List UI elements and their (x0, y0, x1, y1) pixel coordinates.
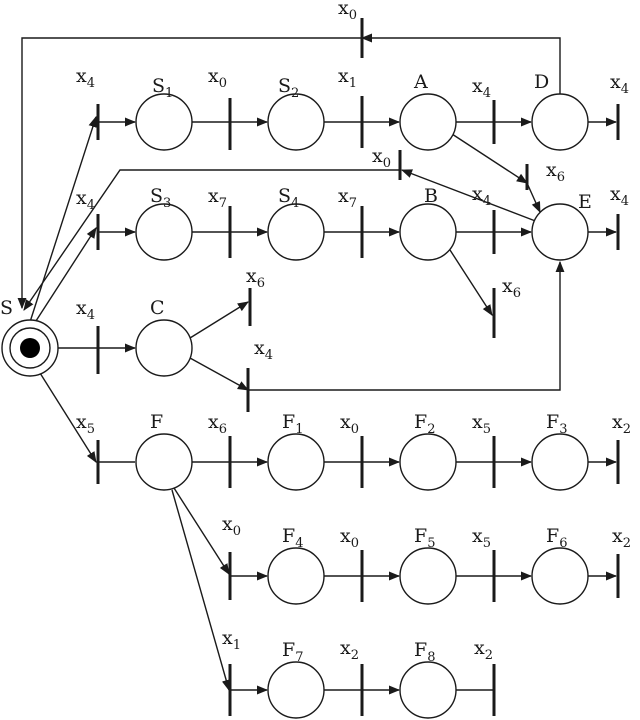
place-f5 (399, 547, 457, 605)
start-place-label: S (0, 297, 13, 319)
place-label-f5: F5 (414, 525, 435, 551)
arcs (17, 33, 618, 695)
arc (189, 301, 249, 339)
place-label-f3: F3 (546, 411, 567, 437)
place-e (531, 203, 589, 261)
place-label-f: F (150, 411, 163, 433)
transition-label-r5-out: x2 (612, 525, 631, 551)
arc (23, 169, 400, 311)
place-f4 (267, 547, 325, 605)
place-f6 (531, 547, 589, 605)
transition-label-e-back: x0 (372, 145, 391, 171)
place-f1 (267, 433, 325, 491)
place-label-a: A (413, 71, 428, 93)
transition-label-r5-in: x0 (222, 513, 241, 539)
place-label-f8: F8 (414, 639, 435, 665)
arc (449, 249, 493, 316)
arc (451, 133, 528, 184)
arc (360, 33, 561, 95)
transition-label-r4-a: x6 (208, 411, 227, 437)
transition-label-r3-in: x4 (76, 297, 95, 323)
place-label-d: D (534, 71, 549, 93)
transition-label-r6-in: x1 (222, 627, 241, 653)
arc (33, 227, 97, 325)
labels: S S1 S2 A D S3 S4 B E C F F1 F2 F3 F4 F5… (0, 0, 631, 665)
place-label-f6: F6 (546, 525, 567, 551)
place-s2 (267, 93, 325, 151)
arc (39, 372, 97, 463)
arc (29, 115, 98, 323)
transitions (96, 18, 620, 716)
transition-label-r1-in: x4 (76, 65, 95, 91)
transition-label-r1-a: x0 (208, 65, 227, 91)
place-f (135, 433, 193, 491)
place-label-b: B (424, 185, 438, 207)
place-label-s2: S2 (278, 75, 299, 101)
transition-label-r6-a: x2 (340, 637, 359, 663)
transition-label-c-dead: x6 (246, 265, 265, 291)
transition-label-r2-c: x4 (472, 183, 491, 209)
arc (173, 487, 230, 575)
place-b (399, 203, 457, 261)
transition-label-r2-out: x4 (610, 183, 629, 209)
arc (17, 37, 362, 310)
transition-label-r5-a: x0 (340, 525, 359, 551)
place-label-e: E (578, 191, 592, 213)
transition-label-r2-a: x7 (208, 185, 227, 211)
transition-label-r2-in: x4 (76, 187, 95, 213)
arc (171, 489, 231, 692)
place-label-s4: S4 (278, 185, 299, 211)
transition-label-c-e: x4 (254, 337, 273, 363)
arc (248, 260, 565, 391)
transition-label-r4-out: x2 (612, 411, 631, 437)
token-dot (20, 338, 40, 358)
place-label-f7: F7 (282, 639, 303, 665)
place-label-f1: F1 (282, 411, 303, 437)
transition-label-r2-b: x7 (338, 185, 357, 211)
transition-label-a-e: x6 (546, 159, 565, 185)
transition-label-r4-in: x5 (76, 411, 95, 437)
place-label-f4: F4 (282, 525, 303, 551)
place-s3 (135, 203, 193, 261)
place-c (135, 319, 193, 377)
transition-label-r1-c: x4 (472, 75, 491, 101)
transition-label-r1-b: x1 (338, 65, 357, 91)
place-label-f2: F2 (414, 411, 435, 437)
arc (189, 357, 249, 391)
arc (400, 169, 539, 223)
transition-label-r1-out: x4 (610, 71, 629, 97)
place-f7 (267, 661, 325, 719)
transition-label-r6-out: x2 (474, 637, 493, 663)
place-label-c: C (150, 297, 165, 319)
transition-label-r5-b: x5 (472, 525, 491, 551)
places (1, 93, 589, 719)
transition-label-b-dead: x6 (502, 275, 521, 301)
place-a (399, 93, 457, 151)
place-f8 (399, 661, 457, 719)
place-s1 (135, 93, 193, 151)
transition-label-r4-c: x5 (472, 411, 491, 437)
place-f3 (531, 433, 589, 491)
arc (526, 182, 541, 214)
place-label-s3: S3 (150, 185, 171, 211)
place-s4 (267, 203, 325, 261)
place-f2 (399, 433, 457, 491)
place-d (531, 93, 589, 151)
transition-label-top-loop: x0 (338, 0, 357, 23)
transition-label-r4-b: x0 (340, 411, 359, 437)
place-label-s1: S1 (152, 75, 173, 101)
